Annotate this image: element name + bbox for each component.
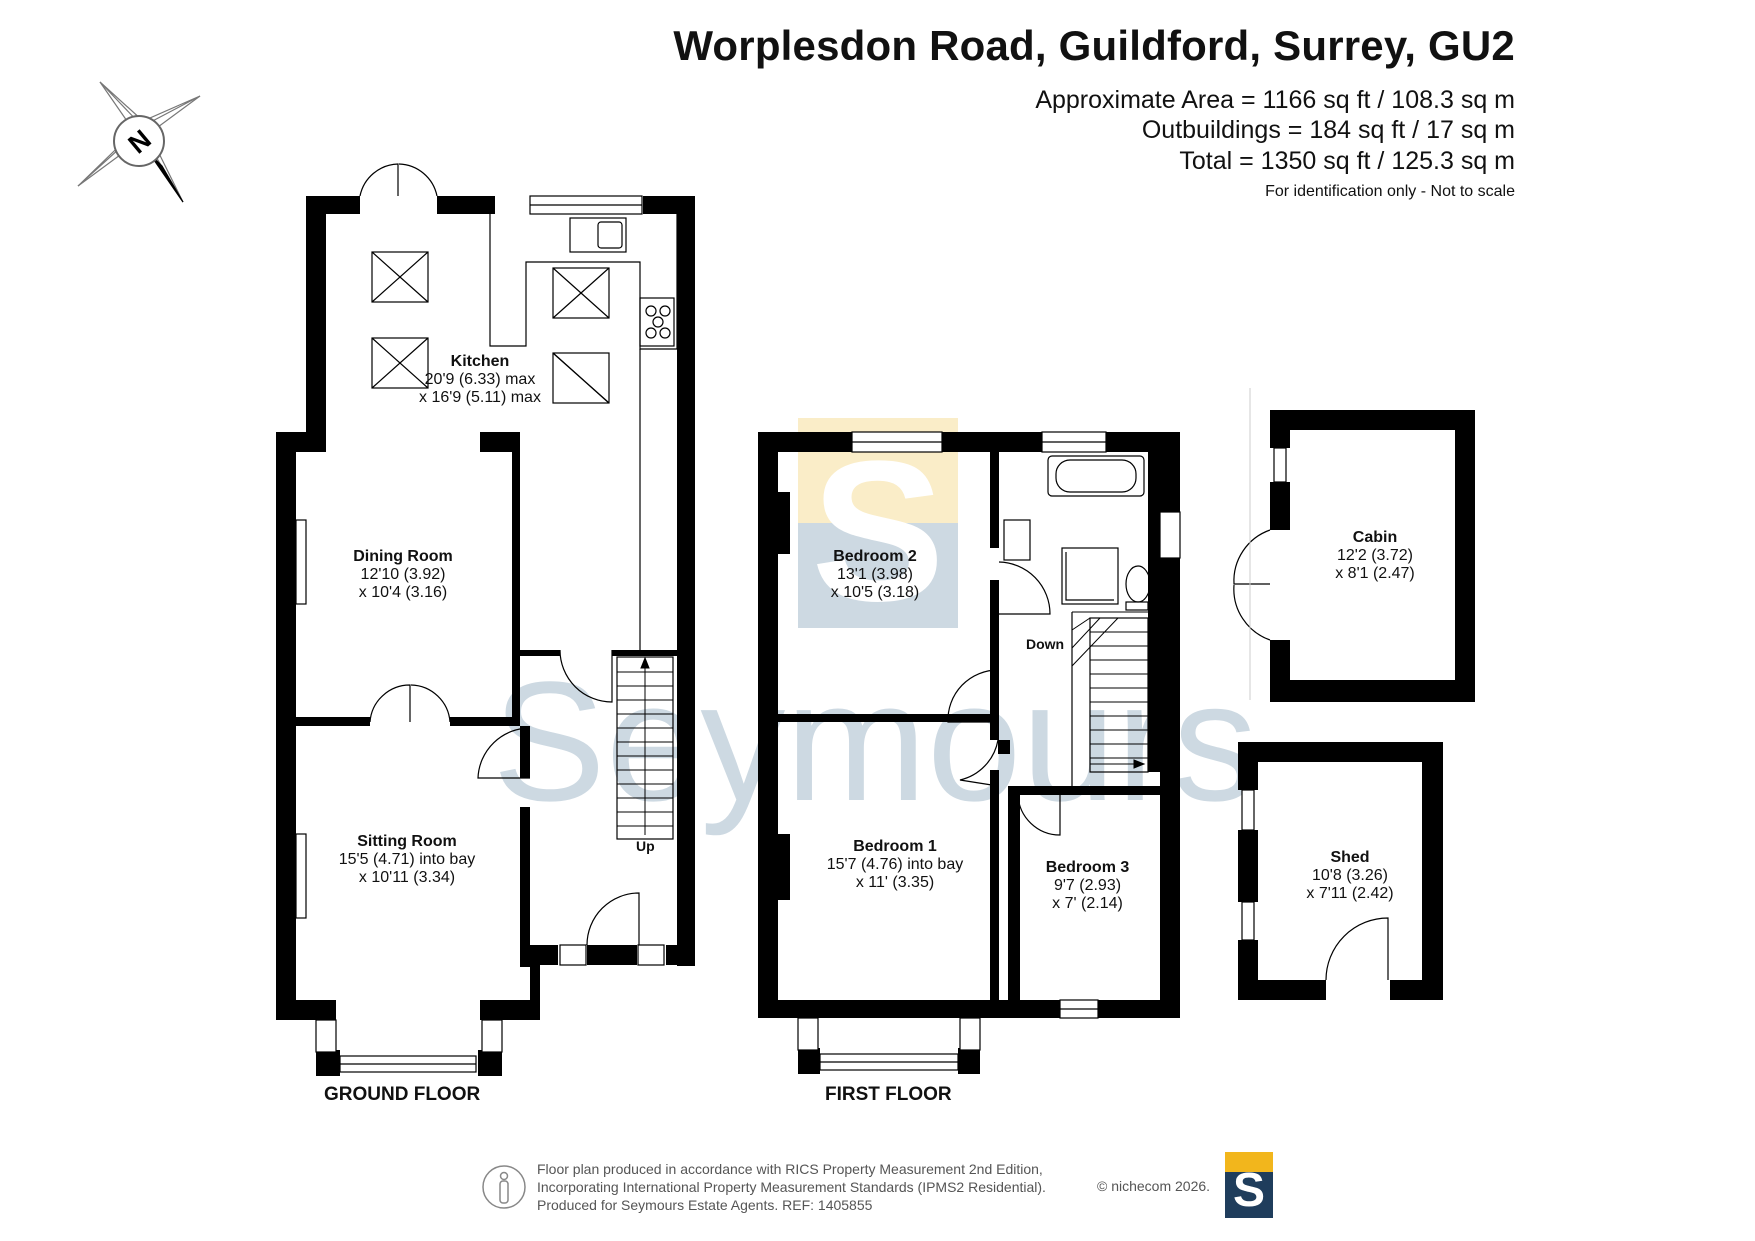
ground-floor-walls <box>276 196 695 1076</box>
room-dimension: 10'8 (3.26) <box>1312 867 1388 884</box>
room-bedroom-2: Bedroom 2 13'1 (3.98) x 10'5 (3.18) <box>805 548 945 602</box>
room-dimension: 15'5 (4.71) into bay <box>338 851 476 868</box>
footer-line: Floor plan produced in accordance with R… <box>537 1161 1043 1177</box>
room-name: Bedroom 3 <box>1045 859 1130 876</box>
stairs-down-label: Down <box>1026 636 1065 652</box>
room-bedroom-1: Bedroom 1 15'7 (4.76) into bay x 11' (3.… <box>810 838 980 892</box>
room-shed: Shed 10'8 (3.26) x 7'11 (2.42) <box>1290 849 1410 903</box>
copyright: © nichecom 2026. <box>1097 1178 1211 1194</box>
room-dimension: 9'7 (2.93) <box>1053 877 1122 894</box>
room-dimension: x 11' (3.35) <box>855 874 935 891</box>
room-dimension: 20'9 (6.33) max <box>424 371 536 388</box>
first-floor-label: FIRST FLOOR <box>825 1084 952 1105</box>
logo-letter: S <box>1233 1164 1265 1217</box>
ground-floor-stairs <box>617 656 673 835</box>
room-cabin: Cabin 12'2 (3.72) x 8'1 (2.47) <box>1320 529 1430 583</box>
room-dimension: 13'1 (3.98) <box>837 566 913 583</box>
shed-fixtures <box>1241 789 1389 981</box>
ground-floor-label: GROUND FLOOR <box>324 1084 481 1105</box>
room-sitting: Sitting Room 15'5 (4.71) into bay x 10'1… <box>322 833 492 887</box>
watermark-logo-letter: S <box>811 420 944 643</box>
room-bedroom-3: Bedroom 3 9'7 (2.93) x 7' (2.14) <box>1030 859 1145 913</box>
room-name: Bedroom 1 <box>853 838 937 855</box>
disclaimer: For identification only - Not to scale <box>1265 183 1515 200</box>
room-dimension: x 7' (2.14) <box>1052 895 1123 912</box>
room-name: Shed <box>1330 849 1370 866</box>
cabin-walls <box>1270 410 1475 702</box>
room-dining: Dining Room 12'10 (3.92) x 10'4 (3.16) <box>328 548 478 602</box>
room-dimension: 12'2 (3.72) <box>1337 547 1413 564</box>
measurement-person-icon <box>482 1165 526 1209</box>
first-floor-fixtures <box>797 431 1181 1071</box>
footer-line: Produced for Seymours Estate Agents. REF… <box>537 1197 873 1213</box>
total-area: Total = 1350 sq ft / 125.3 sq m <box>1179 147 1515 175</box>
room-dimension: x 10'4 (3.16) <box>358 584 448 601</box>
room-name: Cabin <box>1352 529 1398 546</box>
room-dimension: x 7'11 (2.42) <box>1306 885 1394 902</box>
shed-walls <box>1238 742 1443 1000</box>
room-dimension: 12'10 (3.92) <box>360 566 446 583</box>
watermark-text: Seymours <box>492 647 1257 837</box>
first-floor-walls <box>758 432 1180 1074</box>
room-name: Kitchen <box>450 353 510 370</box>
outbuildings-area: Outbuildings = 184 sq ft / 17 sq m <box>1141 116 1515 144</box>
room-dimension: x 16'9 (5.11) max <box>419 389 541 406</box>
room-dimension: x 8'1 (2.47) <box>1335 565 1415 582</box>
ground-floor-fixtures <box>295 163 678 1073</box>
seymours-logo: S <box>1225 1152 1273 1218</box>
room-name: Dining Room <box>353 548 453 565</box>
first-floor-stairs <box>1071 611 1148 769</box>
approximate-area: Approximate Area = 1166 sq ft / 108.3 sq… <box>1035 86 1515 114</box>
room-kitchen: Kitchen 20'9 (6.33) max x 16'9 (5.11) ma… <box>410 353 550 407</box>
room-dimension: x 10'11 (3.34) <box>358 869 456 886</box>
room-dimension: x 10'5 (3.18) <box>830 584 920 601</box>
room-name: Sitting Room <box>357 833 457 850</box>
north-arrow-icon: N <box>77 81 201 203</box>
room-name: Bedroom 2 <box>833 548 917 565</box>
seymours-watermark: S Seymours <box>492 418 1258 837</box>
stairs-up-label: Up <box>636 838 655 854</box>
property-address: Worplesdon Road, Guildford, Surrey, GU2 <box>673 22 1515 69</box>
footer-line: Incorporating International Property Mea… <box>537 1179 1046 1195</box>
cabin-fixtures <box>1233 388 1287 700</box>
room-dimension: 15'7 (4.76) into bay <box>826 856 964 873</box>
footer-notes: Floor plan produced in accordance with R… <box>537 1160 1046 1214</box>
